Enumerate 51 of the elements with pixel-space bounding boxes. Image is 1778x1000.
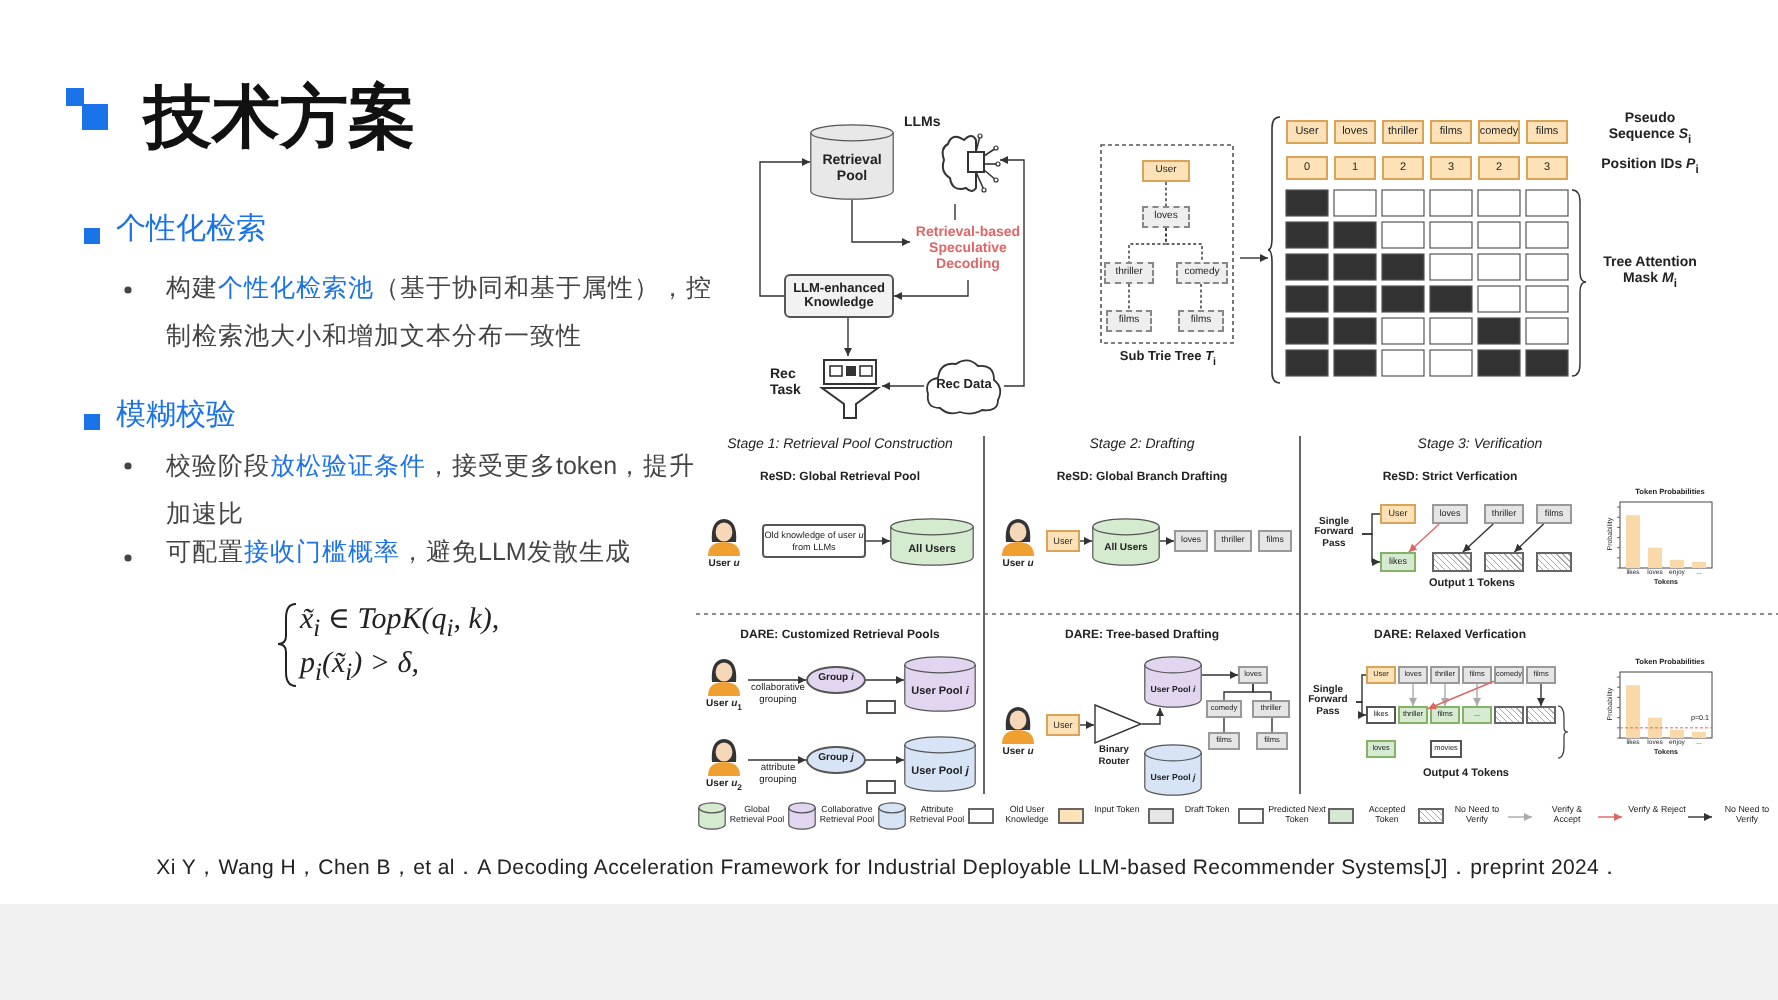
connector-line xyxy=(1165,227,1203,263)
section-heading: 模糊校验 xyxy=(116,398,238,434)
formula-line: x̃$_{i}$ ∈ TopK(q$_{i}$, k), xyxy=(300,602,502,644)
arrow xyxy=(1408,523,1440,553)
hatched-box xyxy=(1484,552,1524,572)
slide-title: 技术方案 xyxy=(144,78,418,160)
arrow xyxy=(759,158,811,297)
connector-line xyxy=(1165,181,1167,207)
arrow xyxy=(1473,683,1481,707)
arrow xyxy=(1462,523,1494,553)
arrow xyxy=(1427,680,1495,710)
connector-line xyxy=(1361,513,1381,535)
connector-line xyxy=(1355,674,1367,703)
connector-line xyxy=(1200,283,1202,311)
arrow xyxy=(1355,701,1367,719)
arrow xyxy=(1141,707,1164,725)
empty-box xyxy=(866,780,896,794)
arrow xyxy=(747,756,807,764)
connector-line xyxy=(1223,717,1225,733)
hatched-box xyxy=(1526,706,1556,724)
hatched-box xyxy=(1536,552,1572,572)
empty-box xyxy=(866,700,896,714)
arrow xyxy=(1409,683,1417,707)
arrow xyxy=(1079,721,1095,729)
arrow xyxy=(865,537,891,545)
arrow xyxy=(1441,683,1449,707)
arrow xyxy=(747,676,807,684)
citation-caption: Xi Y，Wang H，Chen B，et al．A Decoding Acceleration Framework for Industrial Deployable LLM-based Recommender Systems[J]．preprint 2024． xyxy=(154,854,1624,882)
arrow xyxy=(881,382,925,390)
bullet-text: 构建个性化检索池（基于协同和基于属性），控制检索池大小和增加文本分布一致性 xyxy=(166,272,714,354)
arrow xyxy=(865,676,905,684)
arrow xyxy=(1537,683,1545,707)
connector-line xyxy=(1128,283,1130,311)
connector-line xyxy=(954,203,956,221)
formula-line: p$_{i}$(x̃$_{i}$) > δ, xyxy=(300,646,421,688)
connector-line xyxy=(1252,683,1272,701)
arrow xyxy=(1201,671,1239,679)
arrow xyxy=(844,317,852,357)
arrow xyxy=(851,199,911,246)
arrow xyxy=(999,156,1025,387)
arrow xyxy=(865,756,905,764)
bullet-text: 校验阶段放松验证条件，接受更多token，提升加速比 xyxy=(166,450,698,532)
hatched-box xyxy=(1494,706,1524,724)
hatched-box xyxy=(1432,552,1472,572)
arrow xyxy=(1513,523,1545,553)
arrow xyxy=(1079,537,1093,545)
arrow xyxy=(893,279,969,300)
connector-line xyxy=(1271,717,1273,733)
section-heading: 个性化检索 xyxy=(116,212,268,248)
arrow xyxy=(1239,254,1269,262)
arrow xyxy=(1159,537,1175,545)
